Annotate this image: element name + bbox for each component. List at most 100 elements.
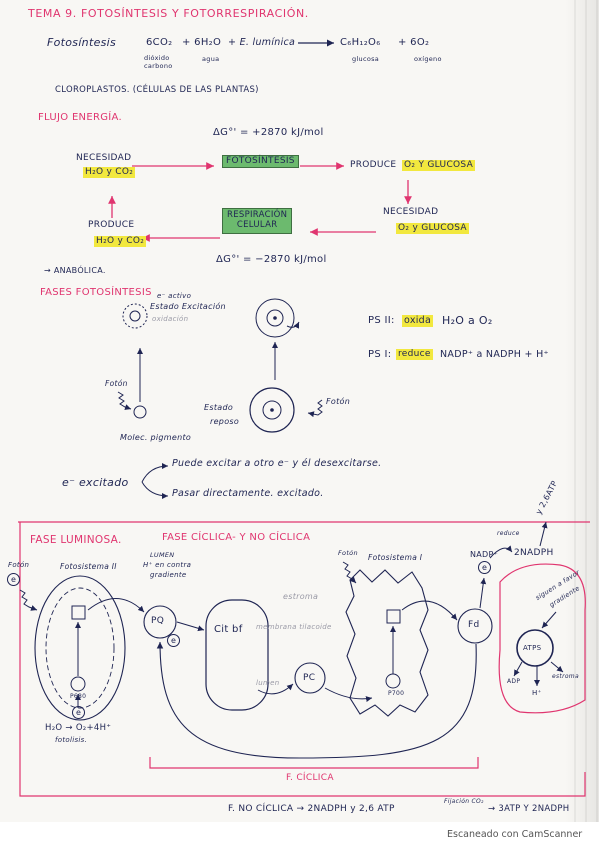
co2-fixation-label: Fijación CO₂ <box>444 798 484 805</box>
excited-note-1: e⁻ activo <box>157 292 192 300</box>
ps2-label: PS II: <box>368 315 395 326</box>
arrow-cytbf-to-pc <box>257 683 294 695</box>
fd-label: Fd <box>468 620 480 630</box>
pc-label: PC <box>303 673 316 683</box>
arrow-pc-to-p700 <box>324 687 373 703</box>
need-left-value: H₂O y CO₂ <box>83 167 136 178</box>
respiration-box: RESPIRACIÓN CELULAR <box>222 208 293 234</box>
produce-right-value: O₂ Y GLUCOSA <box>402 160 476 171</box>
cyclic-label: F. CÍCLICA <box>286 773 334 783</box>
atp-synthase-region <box>498 563 586 714</box>
light-phase-subheading: FASE CÍCLICA- Y NO CÍCLICA <box>162 532 311 543</box>
produce-right-label: PRODUCE <box>350 160 397 170</box>
equation-label: Fotosíntesis <box>47 36 117 49</box>
photon-wave-right <box>307 399 323 418</box>
electron-circle-pq: e <box>167 634 180 647</box>
nadph-label: 2NADPH <box>514 548 554 558</box>
equation-h2o: + 6H₂O <box>182 37 222 48</box>
atps-circle <box>516 629 554 667</box>
excited-option-2: Pasar directamente. excitado. <box>172 488 324 499</box>
note-co2-line2: carbono <box>144 62 173 70</box>
need-left-label: NECESIDAD <box>76 153 132 163</box>
non-cyclic-bracket <box>18 521 590 797</box>
ps2-verb: oxida <box>402 315 434 327</box>
arrow-ps2-to-pq <box>87 598 145 613</box>
arrow-proton-into-atps <box>541 611 557 629</box>
equation-co2: 6CO₂ <box>146 37 173 48</box>
lumen-note-3: gradiente <box>150 571 187 579</box>
hplus-label: H⁺ <box>532 689 542 697</box>
page-title: TEMA 9. FOTOSÍNTESIS Y FOTORRESPIRACIÓN. <box>28 7 309 20</box>
photosystem-ii-outer <box>34 575 126 721</box>
produce-left-value: H₂O y CO₂ <box>94 236 147 247</box>
membrane-label: membrana tilacoide <box>256 623 332 631</box>
ps2-title: Fotosistema II <box>60 562 117 571</box>
paper-edge-shadow <box>565 0 599 822</box>
need-right-label: NECESIDAD <box>383 207 439 217</box>
p700-circle <box>385 673 401 689</box>
p680-label: P680 <box>70 693 87 700</box>
arrow-ps1-to-fd <box>401 600 458 621</box>
equation-energy: + E. lumínica <box>228 37 296 48</box>
respiration-line1: RESPIRACIÓN <box>227 210 288 220</box>
scanner-watermark: Escaneado con CamScanner <box>447 829 583 840</box>
cyclic-bracket <box>149 757 479 769</box>
note-glucose: glucosa <box>352 55 380 63</box>
noncyclic-summary: F. NO CÍCLICA → 2NADPH y 2,6 ATP <box>228 804 395 814</box>
photosynthesis-box: FOTOSÍNTESIS <box>222 155 299 168</box>
excited-electron-core <box>129 310 141 322</box>
electron-circle-ps2-photon: e <box>7 573 20 586</box>
rest-label-2: reposo <box>210 417 240 426</box>
electron-circle-nadp: e <box>478 561 491 574</box>
reduce-label: reduce <box>497 530 520 537</box>
lumen-note-1: LUMEN <box>150 551 175 559</box>
excited-note-2: Estado Excitación <box>150 302 226 311</box>
brace-option-2-arrow <box>141 481 169 499</box>
pq-circle <box>143 605 177 639</box>
ps1-rest: NADP⁺ a NADPH + H⁺ <box>440 349 549 360</box>
note-co2-line1: dióxido <box>144 54 170 62</box>
p680-circle <box>70 676 86 692</box>
ps1-verb: reduce <box>396 349 433 360</box>
phases-heading: FASES FOTOSÍNTESIS <box>40 287 152 298</box>
arrow-atps-adp <box>513 661 523 677</box>
anabolic-note: → ANABÓLICA. <box>44 266 106 275</box>
cytbf-label: Cit bf <box>214 624 243 635</box>
p700-label: P700 <box>388 690 405 697</box>
fd-circle <box>457 608 493 644</box>
photon-wave-ps1 <box>342 561 357 584</box>
cytbf-complex <box>205 599 269 711</box>
pc-circle <box>294 662 326 694</box>
fixation-result: → 3ATP Y 2NADPH <box>488 804 570 814</box>
note-h2o: agua <box>202 55 220 63</box>
respiration-line2: CELULAR <box>236 219 278 230</box>
note-o2: oxígeno <box>414 55 442 63</box>
photosystem-i-outer <box>345 569 429 717</box>
rest-atom-electron <box>270 408 274 412</box>
pigment-molecule-circle <box>133 405 147 419</box>
equation-glucose: C₆H₁₂O₆ <box>340 37 381 48</box>
brace-option-1-arrow <box>141 463 169 483</box>
lumen-label: lumen <box>256 679 280 687</box>
equation-o2: + 6O₂ <box>398 37 430 48</box>
photon-label-ps1: Fotón <box>338 549 358 557</box>
arrow-pq-to-cytbf <box>176 621 205 632</box>
excited-note-3: oxidación <box>152 315 189 323</box>
stroma-right-label: estroma <box>552 673 579 680</box>
arrow-nadph-to-yield <box>539 521 548 547</box>
excited-option-1: Puede excitar a otro e⁻ y él desexcitars… <box>172 458 382 469</box>
photosystem-i-center-box <box>386 609 401 624</box>
arrow-atps-stroma <box>550 661 564 673</box>
photolysis-label: fotolisis. <box>55 736 88 744</box>
rest-atom-inner <box>262 400 282 420</box>
light-phase-heading: FASE LUMINOSA. <box>30 534 122 546</box>
stroma-label: estroma <box>283 592 319 601</box>
produce-left-label: PRODUCE <box>88 220 135 230</box>
excited-atom-outer <box>255 298 295 338</box>
pigment-label: Molec. pigmento <box>120 433 192 442</box>
ps2-rest: H₂O a O₂ <box>442 314 493 327</box>
need-right-value: O₂ y GLUCOSA <box>396 223 469 234</box>
photolysis-equation: H₂O → O₂+4H⁺ <box>45 723 112 733</box>
